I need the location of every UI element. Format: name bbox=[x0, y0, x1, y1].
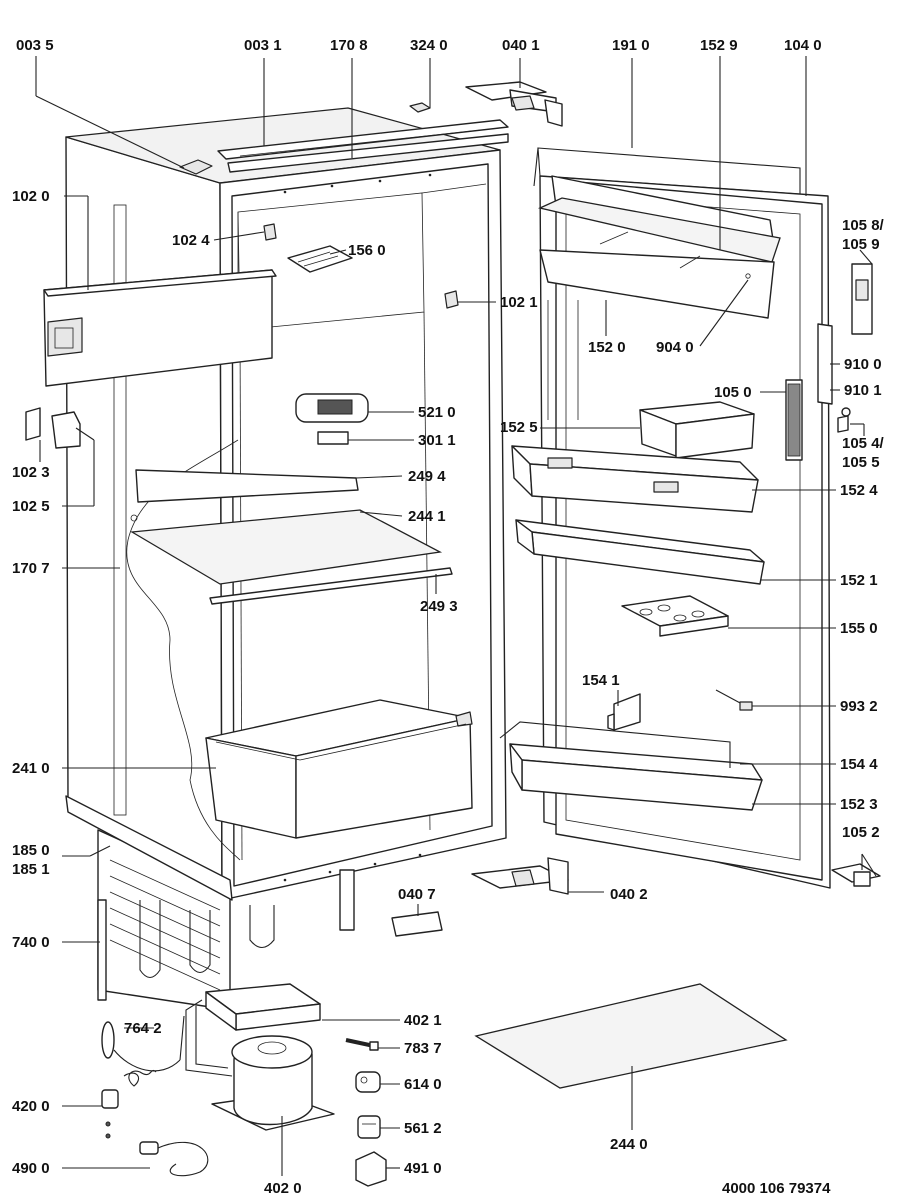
compressor bbox=[185, 999, 335, 1131]
label-1025: 102 5 bbox=[12, 498, 50, 515]
door-shelf-bottom bbox=[499, 721, 763, 811]
bottom-hinge-pin bbox=[831, 863, 881, 887]
label-1910: 191 0 bbox=[612, 37, 650, 54]
butter-dish bbox=[639, 401, 755, 459]
compressor-base bbox=[205, 983, 321, 1031]
label-4900: 490 0 bbox=[12, 1160, 50, 1177]
label-1523: 152 3 bbox=[840, 796, 878, 813]
door-shelf-middle bbox=[515, 519, 765, 585]
label-1050: 105 0 bbox=[714, 384, 752, 401]
capillary-tube bbox=[101, 1015, 185, 1087]
door-shelf-upper bbox=[511, 445, 759, 513]
label-1052: 105 2 bbox=[842, 824, 880, 841]
label-1541: 154 1 bbox=[582, 672, 620, 689]
label-1020: 102 0 bbox=[12, 188, 50, 205]
egg-tray bbox=[621, 595, 729, 637]
label-4021: 402 1 bbox=[404, 1012, 442, 1029]
label-2410: 241 0 bbox=[12, 760, 50, 777]
label-1059: 105 9 bbox=[842, 236, 880, 253]
crisper-drawer bbox=[205, 699, 473, 839]
corner-plate bbox=[179, 159, 213, 175]
label-1544: 154 4 bbox=[840, 756, 878, 773]
label-1520: 152 0 bbox=[588, 339, 626, 356]
top-hinge bbox=[465, 81, 563, 127]
label-7642: 764 2 bbox=[124, 1020, 162, 1037]
label-6140: 614 0 bbox=[404, 1076, 442, 1093]
label-3011: 301 1 bbox=[418, 432, 456, 449]
overload-protector bbox=[357, 1115, 381, 1139]
label-1024: 102 4 bbox=[172, 232, 210, 249]
label-2440: 244 0 bbox=[610, 1136, 648, 1153]
label-9040: 904 0 bbox=[656, 339, 694, 356]
label-1023: 102 3 bbox=[12, 464, 50, 481]
label-7837: 783 7 bbox=[404, 1040, 442, 1057]
label-7400: 740 0 bbox=[12, 934, 50, 951]
label-1850: 185 0 bbox=[12, 842, 50, 859]
start-relay bbox=[355, 1071, 381, 1093]
label-9932: 993 2 bbox=[840, 698, 878, 715]
label-1560: 156 0 bbox=[348, 242, 386, 259]
label-0031: 003 1 bbox=[244, 37, 282, 54]
label-1708: 170 8 bbox=[330, 37, 368, 54]
top-rail-assembly bbox=[217, 119, 509, 173]
part-labels: 003 5 003 1 170 8 324 0 040 1 191 0 152 … bbox=[12, 37, 885, 1197]
clip-1023 bbox=[25, 407, 41, 441]
evaporator-cover bbox=[43, 269, 277, 387]
label-1058: 105 8/ bbox=[842, 217, 885, 234]
clip-1024 bbox=[263, 223, 277, 241]
label-1040: 104 0 bbox=[784, 37, 822, 54]
label-2493: 249 3 bbox=[420, 598, 458, 615]
label-2494: 249 4 bbox=[408, 468, 446, 485]
label-4020: 402 0 bbox=[264, 1180, 302, 1197]
label-1021: 102 1 bbox=[500, 294, 538, 311]
glass-shelf bbox=[129, 469, 453, 605]
drawing-number: 4000 106 79374 bbox=[722, 1180, 831, 1197]
label-1851: 185 1 bbox=[12, 861, 50, 878]
drier-filter bbox=[345, 1038, 379, 1051]
clip-1021 bbox=[444, 290, 459, 309]
label-0407: 040 7 bbox=[398, 886, 436, 903]
label-4200: 420 0 bbox=[12, 1098, 50, 1115]
label-4910: 491 0 bbox=[404, 1160, 442, 1177]
label-1055: 105 5 bbox=[842, 454, 880, 471]
thermostat-housing bbox=[295, 393, 369, 423]
label-5210: 521 0 bbox=[418, 404, 456, 421]
part-1025 bbox=[51, 411, 81, 449]
glass-shelf-loose bbox=[474, 983, 788, 1089]
thermostat-capsule bbox=[101, 1089, 119, 1139]
label-5612: 561 2 bbox=[404, 1120, 442, 1137]
label-3240: 324 0 bbox=[410, 37, 448, 54]
label-1521: 152 1 bbox=[840, 572, 878, 589]
label-0401: 040 1 bbox=[502, 37, 540, 54]
label-1550: 155 0 bbox=[840, 620, 878, 637]
label-0402: 040 2 bbox=[610, 886, 648, 903]
label-1054: 105 4/ bbox=[842, 435, 885, 452]
label-9100: 910 0 bbox=[844, 356, 882, 373]
condenser-coil bbox=[65, 795, 355, 1011]
cover-plate-0407 bbox=[391, 911, 443, 937]
label-1707: 170 7 bbox=[12, 560, 50, 577]
label-1525: 152 5 bbox=[500, 419, 538, 436]
small-clip bbox=[409, 102, 431, 113]
label-2441: 244 1 bbox=[408, 508, 446, 525]
bottom-hinge bbox=[471, 857, 569, 895]
label-3011 bbox=[317, 431, 349, 445]
power-cord bbox=[139, 1141, 209, 1177]
label-1529: 152 9 bbox=[700, 37, 738, 54]
leader-lines bbox=[35, 56, 877, 1176]
label-9101: 910 1 bbox=[844, 382, 882, 399]
bottle-retainer bbox=[607, 693, 641, 731]
label-0035: 003 5 bbox=[16, 37, 54, 54]
relay-cover bbox=[355, 1151, 387, 1187]
label-1524: 152 4 bbox=[840, 482, 878, 499]
